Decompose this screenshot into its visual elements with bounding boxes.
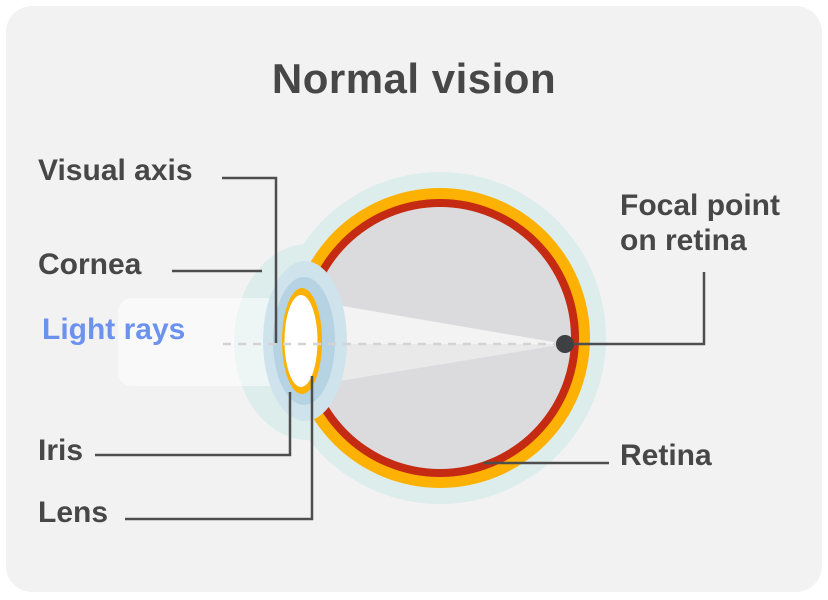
focal-point-label: Focal point on retina <box>620 188 780 258</box>
page-title: Normal vision <box>271 55 557 102</box>
light-beam-upper-wedge <box>307 300 565 344</box>
focal-point-label-line1: Focal point <box>620 189 780 222</box>
visual-axis-label: Visual axis <box>38 154 193 187</box>
lens-leader-line <box>125 376 314 521</box>
lens-label: Lens <box>38 496 109 529</box>
lens-shape <box>284 295 318 387</box>
focal-point-dot <box>556 335 574 353</box>
focal-point-leader-line <box>574 272 706 346</box>
light-beam-lower-wedge <box>309 344 565 386</box>
focal-point-label-line2: on retina <box>620 224 747 257</box>
iris-label: Iris <box>38 434 84 467</box>
cornea-label: Cornea <box>38 248 142 281</box>
visual-axis-leader-line <box>222 176 278 343</box>
light-rays-label: Light rays <box>42 313 186 346</box>
retina-label: Retina <box>620 439 712 472</box>
iris-leader-line <box>95 392 292 457</box>
